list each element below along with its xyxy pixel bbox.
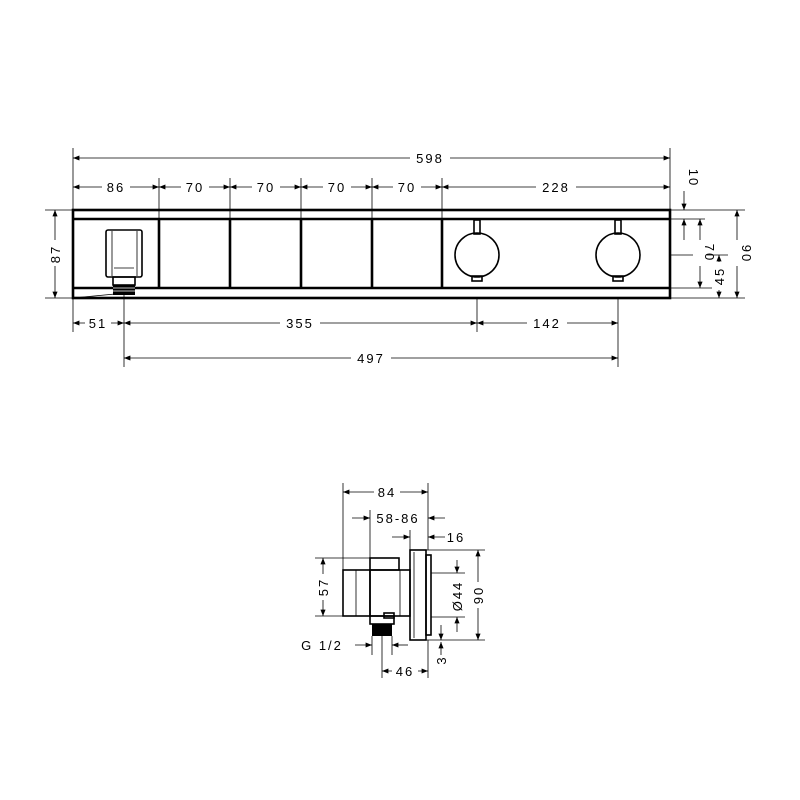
dim-inner-height: 70 — [702, 244, 717, 262]
dim-seg-2: 70 — [186, 180, 204, 195]
dim-seg-1: 86 — [107, 180, 125, 195]
dim-depth-total: 84 — [378, 485, 396, 500]
dim-plate-thickness: 16 — [447, 530, 465, 545]
dim-height: 87 — [48, 245, 63, 263]
dim-knob-spacing: 142 — [533, 316, 561, 331]
front-plate — [409, 549, 427, 641]
side-view: 84 58-86 16 57 Ø44 90 3 G 1/2 46 — [301, 483, 486, 679]
dim-plate-height: 90 — [471, 586, 486, 604]
knob-2-icon — [595, 219, 641, 282]
dim-outlet-to-knob2: 497 — [357, 351, 385, 366]
front-view: 598 86 70 70 70 70 228 87 51 355 142 497 — [45, 148, 754, 367]
hose-outlet-icon — [72, 229, 143, 299]
knob-side — [425, 554, 432, 636]
extension-lines — [45, 148, 745, 367]
front-dimension-labels: 598 86 70 70 70 70 228 87 51 355 142 497 — [48, 150, 754, 366]
dim-center-height: 45 — [712, 267, 727, 285]
dim-seg-4: 70 — [328, 180, 346, 195]
dim-knob-diameter: Ø44 — [450, 581, 465, 612]
dim-top-strip: 10 — [686, 169, 701, 187]
main-body — [369, 569, 411, 617]
rear-body — [342, 569, 371, 617]
dim-seg-3: 70 — [257, 180, 275, 195]
thread-icon — [372, 624, 392, 636]
dim-bottom-gap: 3 — [434, 655, 449, 664]
top-block — [369, 557, 400, 571]
side-dimension-labels: 84 58-86 16 57 Ø44 90 3 G 1/2 46 — [301, 484, 486, 679]
dim-body-height: 57 — [316, 578, 331, 596]
dim-overall-width: 598 — [416, 151, 444, 166]
dim-seg-6: 228 — [542, 180, 570, 195]
dim-seg-5: 70 — [398, 180, 416, 195]
knob-1-icon — [454, 219, 500, 282]
dim-outlet-offset: 51 — [89, 316, 107, 331]
dim-outlet-depth: 46 — [396, 664, 414, 679]
dim-outlet-to-knob1: 355 — [286, 316, 314, 331]
dim-thread: G 1/2 — [301, 638, 343, 653]
dim-depth-range: 58-86 — [376, 511, 419, 526]
dim-total-height: 90 — [739, 245, 754, 263]
